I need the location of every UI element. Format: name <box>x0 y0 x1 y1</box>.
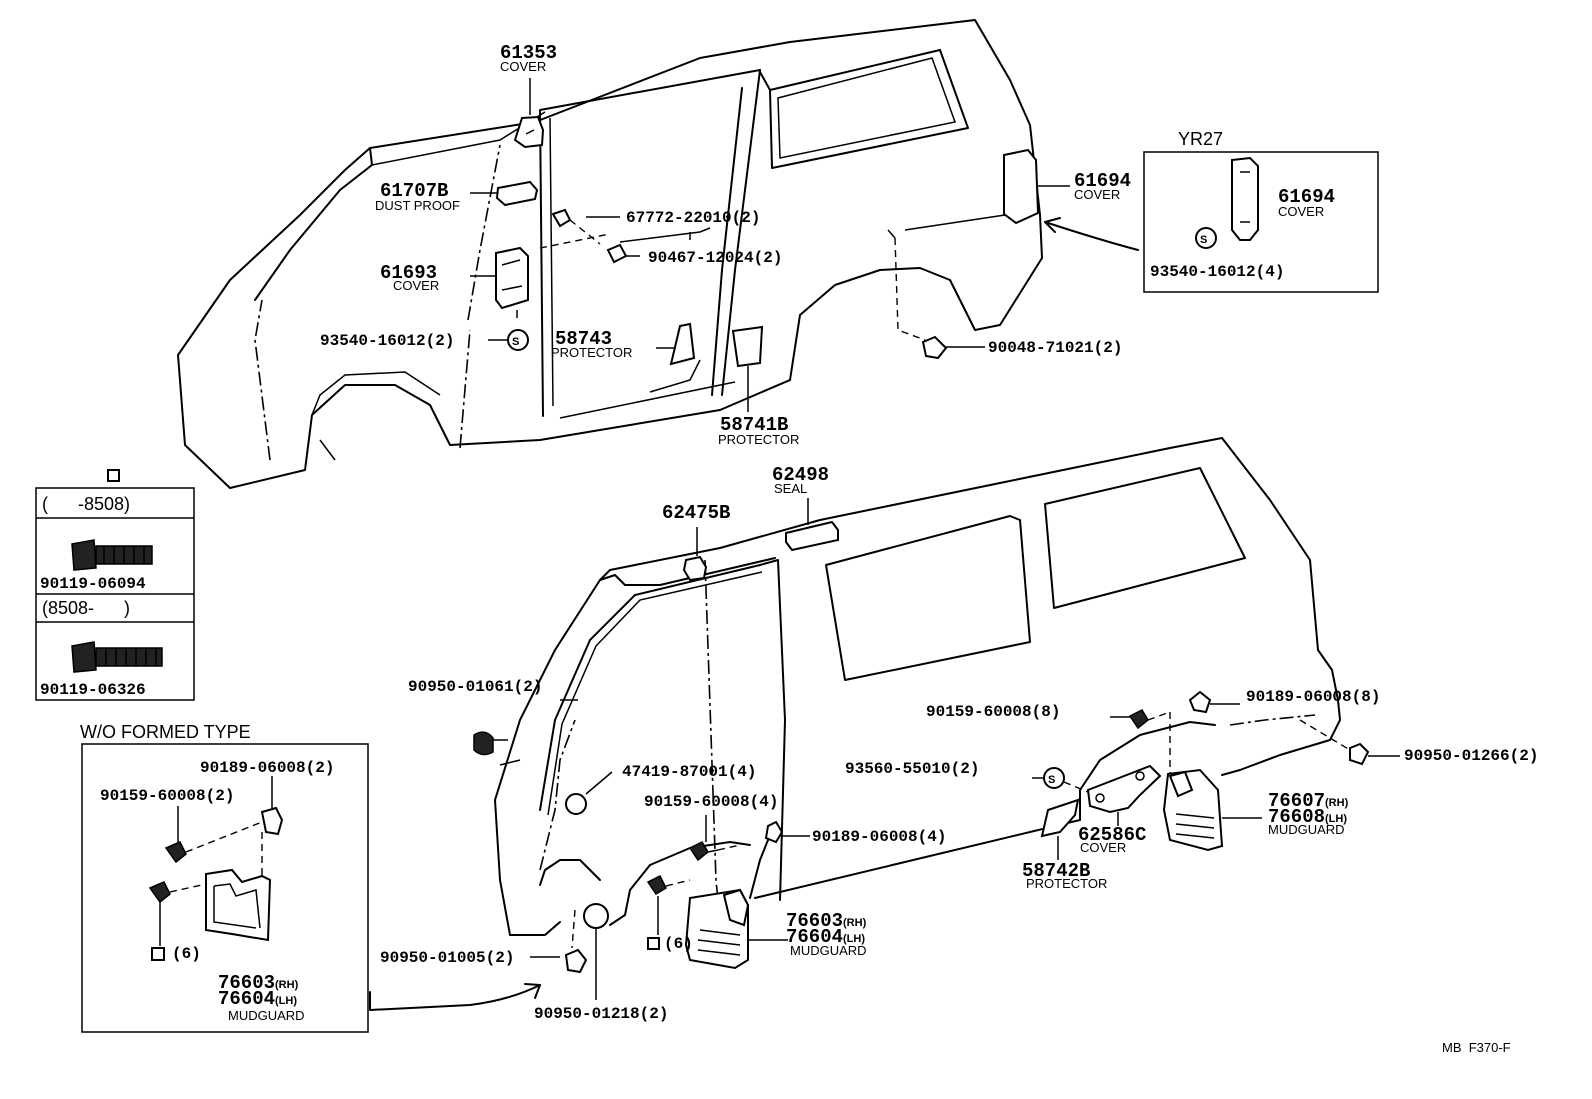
label-90189-8: 90189-06008(8) <box>1246 688 1380 706</box>
bolt-box <box>35 469 195 701</box>
hole-plug-47419 <box>565 771 613 815</box>
clip-67772 <box>551 208 601 245</box>
dust-proof-61707 <box>470 180 539 207</box>
wo-mudguard-name: MUDGUARD <box>228 1008 305 1023</box>
label-90189-4: 90189-06008(4) <box>812 828 946 846</box>
label-76603-name: MUDGUARD <box>790 943 867 958</box>
label-58741-name: PROTECTOR <box>718 432 799 447</box>
label-61693-number: 61693 <box>380 262 437 284</box>
cover-62586 <box>1086 764 1162 826</box>
cover-61693 <box>470 246 529 318</box>
svg-text:S: S <box>512 336 519 348</box>
label-61353-name: COVER <box>500 59 546 74</box>
label-93560: 93560-55010(2) <box>845 760 979 778</box>
label-47419: 47419-87001(4) <box>622 763 756 781</box>
label-58741-number: 58741B <box>720 414 788 436</box>
label-58742-name: PROTECTOR <box>1026 876 1107 891</box>
label-61694-number: 61694 <box>1074 170 1131 192</box>
label-90950-01061: 90950-01061(2) <box>408 678 542 696</box>
bolt-1-number: 90119-06094 <box>40 575 146 593</box>
screw-90159-4 <box>688 815 741 862</box>
clip-62475 <box>682 527 708 582</box>
lower-body-outline <box>494 437 1341 936</box>
yr27-title: YR27 <box>1178 129 1223 149</box>
label-58743-name: PROTECTOR <box>551 345 632 360</box>
label-67772: 67772-22010(2) <box>626 209 760 227</box>
screw-90159-8 <box>1110 709 1171 730</box>
label-76607-rh: 76607(RH) <box>1268 790 1349 812</box>
bolt-2-number: 90119-06326 <box>40 681 146 699</box>
label-76604-lh: 76604(LH) <box>786 926 865 948</box>
label-90950-01005: 90950-01005(2) <box>380 949 514 967</box>
label-90950-01266: 90950-01266(2) <box>1404 747 1538 765</box>
label-61694-name: COVER <box>1074 187 1120 202</box>
label-90048: 90048-71021(2) <box>988 339 1122 357</box>
upper-body-outline <box>177 19 1043 489</box>
label-90950-01218: 90950-01218(2) <box>534 1005 668 1023</box>
cover-61353 <box>513 78 545 149</box>
label-61707-number: 61707B <box>380 180 448 202</box>
bolt-range-2: (8508- ) <box>42 598 130 618</box>
plug-90950-01061 <box>473 699 578 766</box>
cover-61694-upper <box>1003 148 1070 225</box>
plug-90950-01005 <box>530 909 588 974</box>
label-62498-number: 62498 <box>772 464 829 486</box>
plug-90950-01218 <box>583 903 609 1000</box>
svg-text:S: S <box>1048 774 1055 786</box>
label-90159-4: 90159-60008(4) <box>644 793 778 811</box>
protector-58741 <box>731 325 764 412</box>
wo-mudguard-lh: 76604(LH) <box>218 988 297 1010</box>
yr27-screw: 93540-16012(4) <box>1150 263 1284 281</box>
yr27-part-number: 61694 <box>1278 186 1335 208</box>
protector-58743 <box>656 322 696 366</box>
label-93540-upper: 93540-16012(2) <box>320 332 454 350</box>
bolt-range-1: ( -8508) <box>42 494 130 514</box>
plug-90950-01266 <box>1299 719 1400 766</box>
wo-qty: (6) <box>172 945 201 963</box>
wo-mudguard-rh: 76603(RH) <box>218 972 299 994</box>
yr27-part-name: COVER <box>1278 204 1324 219</box>
label-76603-rh: 76603(RH) <box>786 910 867 932</box>
svg-text:S: S <box>1200 234 1207 246</box>
wo-box-title: W/O FORMED TYPE <box>80 722 251 742</box>
label-61707-name: DUST PROOF <box>375 198 460 213</box>
label-62586-name: COVER <box>1080 840 1126 855</box>
wo-clip-number: 90189-06008(2) <box>200 759 334 777</box>
screw-s-93540-upper: S <box>507 329 529 351</box>
clip-90189-4 <box>764 820 810 844</box>
label-76607-name: MUDGUARD <box>1268 822 1345 837</box>
clip-90048 <box>887 229 985 360</box>
protector-58742 <box>1040 798 1080 860</box>
yr27-box: S <box>1044 151 1379 293</box>
wo-formed-box <box>81 743 369 1033</box>
label-62475: 62475B <box>662 502 730 524</box>
seal-62498 <box>785 498 839 552</box>
mudguard-76607 <box>1162 768 1262 852</box>
label-62498-name: SEAL <box>774 481 807 496</box>
grommet-90467 <box>539 233 640 264</box>
label-90159-8: 90159-60008(8) <box>926 703 1060 721</box>
label-90467: 90467-12024(2) <box>648 249 782 267</box>
label-61693-name: COVER <box>393 278 439 293</box>
label-62586-number: 62586C <box>1078 824 1146 846</box>
label-61353-number: 61353 <box>500 42 557 64</box>
screw-s-93560: S <box>1032 767 1089 793</box>
screw-lower-6 <box>646 874 691 950</box>
mudguard-76603-outer <box>684 888 788 970</box>
label-58742-number: 58742B <box>1022 860 1090 882</box>
label-qty-6: (6) <box>664 935 693 953</box>
label-58743-number: 58743 <box>555 328 612 350</box>
wo-screw-number: 90159-60008(2) <box>100 787 234 805</box>
arrow-from-wo-box <box>369 983 541 1011</box>
label-76608-lh: 76608(LH) <box>1268 806 1347 828</box>
footer-code: MB F370-F <box>1442 1040 1511 1055</box>
